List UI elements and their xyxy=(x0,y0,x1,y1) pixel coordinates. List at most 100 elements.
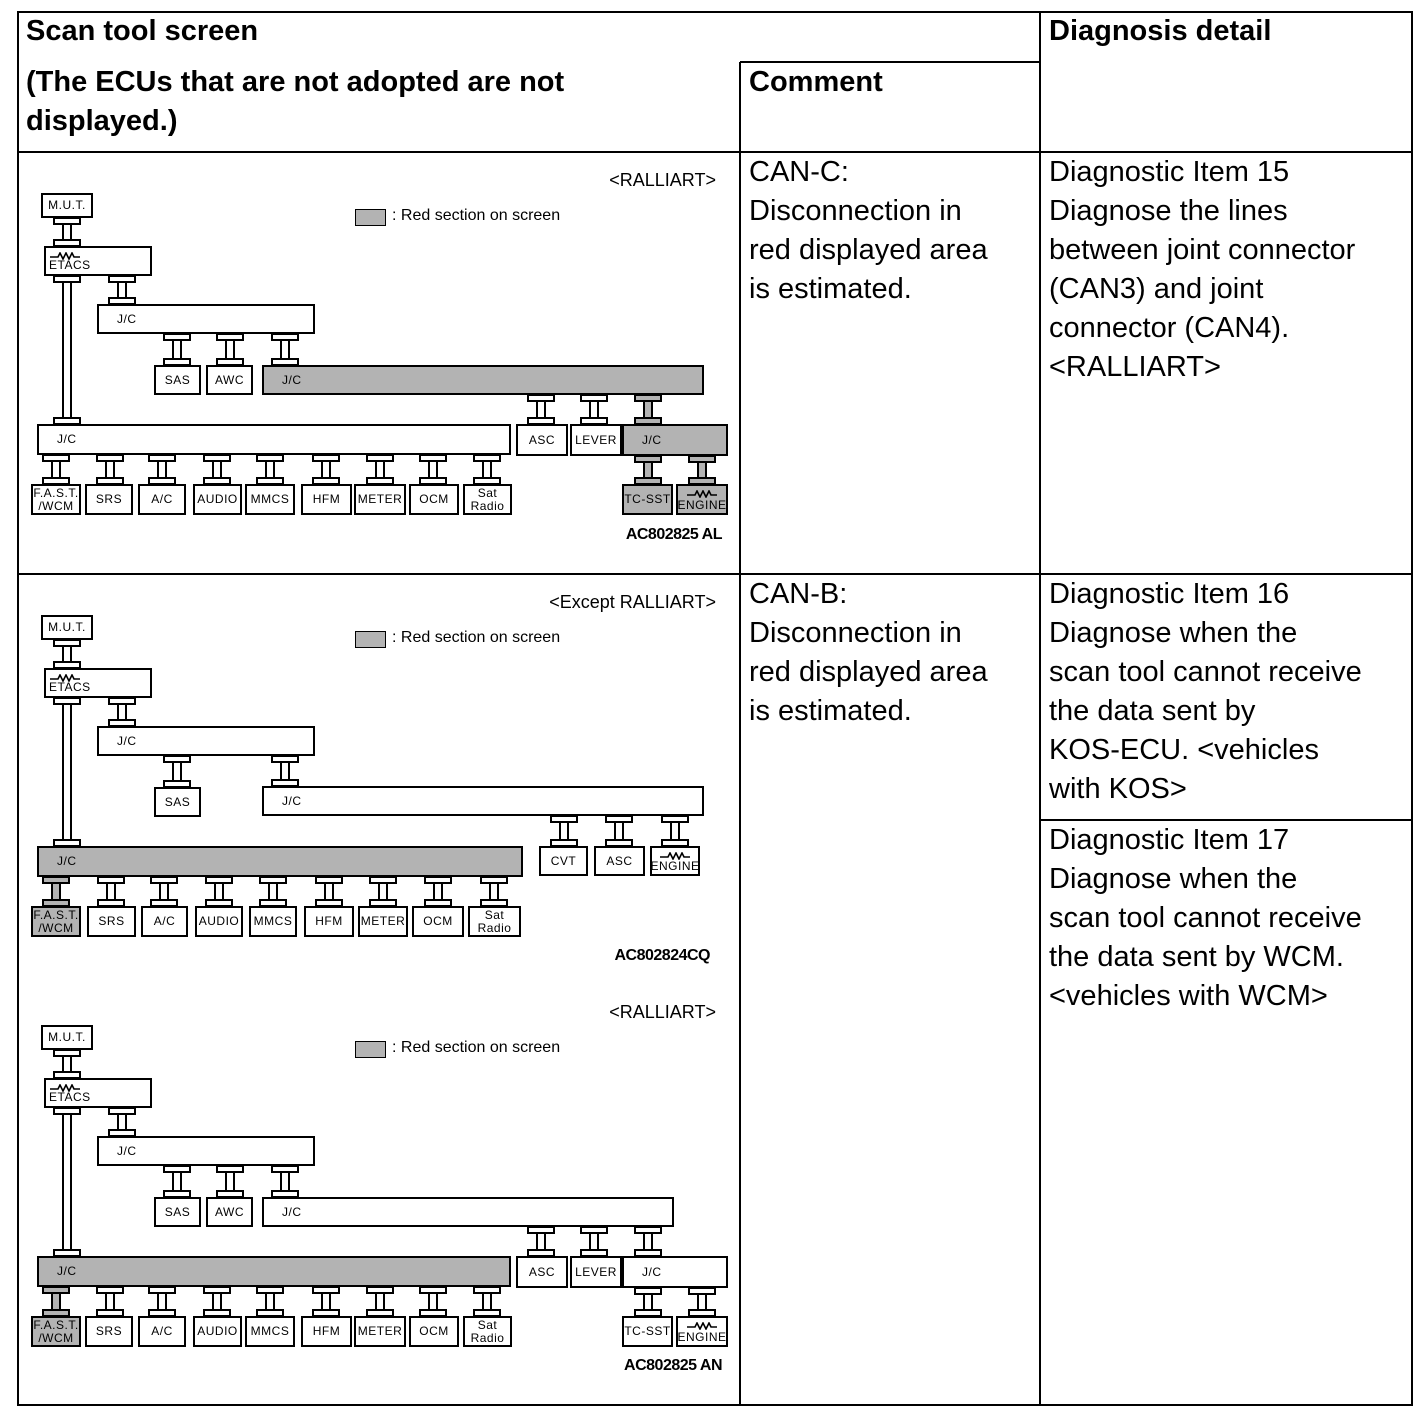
ecu-ocm: OCM xyxy=(409,1316,459,1347)
detail-item-17: Diagnostic Item 17 Diagnose when the sca… xyxy=(1049,824,1362,1012)
ecu-a-c: A/C xyxy=(138,484,186,515)
ecu-audio: AUDIO xyxy=(195,906,243,937)
connector-line xyxy=(212,455,222,484)
connector-tab xyxy=(53,275,81,283)
ecu-asc: ASC xyxy=(516,1256,568,1288)
row-divider xyxy=(18,573,1413,575)
ecu-cvt: CVT xyxy=(539,846,588,876)
resistor-icon xyxy=(50,1082,80,1095)
ecu-label: F.A.S.T. /WCM xyxy=(33,1317,79,1345)
ecu-label: J/C xyxy=(57,432,77,446)
header-diagnosis-detail: Diagnosis detail xyxy=(1049,15,1272,47)
ecu-label: SAS xyxy=(164,372,191,387)
resistor-icon xyxy=(687,488,717,501)
connector-line xyxy=(324,877,334,906)
ecu-a-c: A/C xyxy=(141,906,188,937)
connector-line xyxy=(643,1288,653,1316)
detail-item-15: Diagnostic Item 15 Diagnose the lines be… xyxy=(1049,156,1356,383)
ecu-label: MMCS xyxy=(250,1324,290,1338)
ecu-label: ASC xyxy=(606,853,633,868)
ecu-label: M.U.T. xyxy=(48,620,86,634)
connector-line xyxy=(614,816,624,846)
connector-line xyxy=(117,1108,127,1136)
ecu-label: F.A.S.T. /WCM xyxy=(33,907,79,935)
connector-line xyxy=(482,1287,492,1316)
ecu-f-a-s-t-wcm: F.A.S.T. /WCM xyxy=(31,1316,81,1347)
ecu-label: ENGINE xyxy=(650,859,700,873)
legend-swatch xyxy=(355,631,386,648)
connector-line xyxy=(51,1287,61,1316)
connector-line xyxy=(378,877,388,906)
connector-line xyxy=(106,877,116,906)
ecu-label: LEVER xyxy=(575,1264,617,1279)
ecu-etacs: ETACS xyxy=(44,668,152,698)
connector-line xyxy=(117,698,127,726)
ecu-label: MMCS xyxy=(250,492,290,506)
connector-tab xyxy=(96,1286,124,1294)
column-divider-2 xyxy=(1039,11,1041,1406)
connector-line xyxy=(172,1166,182,1197)
ecu-label: ETACS xyxy=(49,1090,91,1104)
ecu-ocm: OCM xyxy=(409,484,459,515)
connector-line xyxy=(62,640,72,668)
connector-line xyxy=(62,218,72,246)
ecu-label: TC-SST xyxy=(624,1324,671,1338)
ecu-meter: METER xyxy=(354,484,406,515)
ecu-label: METER xyxy=(357,1324,403,1338)
ecu-mmcs: MMCS xyxy=(249,906,297,937)
ecu-label: J/C xyxy=(117,733,137,748)
connector-tab xyxy=(96,454,124,462)
ecu-label: ENGINE xyxy=(677,1330,727,1344)
connector-line xyxy=(482,455,492,484)
ecu-label: J/C xyxy=(282,372,302,387)
diagram-variant-label: <RALLIART> xyxy=(609,1002,716,1022)
legend-text: : Red section on screen xyxy=(392,207,561,224)
ecu-j-c: J/C xyxy=(37,1256,511,1287)
connector-tab xyxy=(42,1286,70,1294)
ecu-label: OCM xyxy=(423,914,453,928)
ecu-label: ETACS xyxy=(49,258,91,272)
connector-tab xyxy=(53,1107,81,1115)
connector-tab xyxy=(419,454,447,462)
ecu-label: AWC xyxy=(214,372,245,387)
connector-line xyxy=(643,456,653,484)
connector-line xyxy=(214,877,224,906)
connector-tab xyxy=(108,275,136,283)
connector-line xyxy=(670,816,680,846)
ecu-label: ENGINE xyxy=(677,498,727,512)
ecu-j-c: J/C xyxy=(262,786,704,816)
ecu-f-a-s-t-wcm: F.A.S.T. /WCM xyxy=(31,484,81,515)
ecu-label: HFM xyxy=(312,492,341,506)
connector-tab xyxy=(580,394,608,402)
connector-tab xyxy=(203,1286,231,1294)
ecu-label: ETACS xyxy=(49,680,91,694)
ecu-sas: SAS xyxy=(154,365,201,395)
ecu-j-c: J/C xyxy=(262,1197,674,1227)
resistor-icon xyxy=(660,850,690,863)
ecu-label: METER xyxy=(360,914,406,928)
detail-item-16: Diagnostic Item 16 Diagnose when the sca… xyxy=(1049,578,1362,805)
connector-tab xyxy=(419,1286,447,1294)
ecu-awc: AWC xyxy=(206,1197,253,1227)
connector-tab xyxy=(580,1226,608,1234)
connector-tab xyxy=(688,455,716,463)
ecu-engine: ENGINE xyxy=(676,484,728,515)
header-bottom xyxy=(18,151,1413,153)
ecu-label: J/C xyxy=(117,311,137,326)
ecu-label: AUDIO xyxy=(197,492,238,506)
ecu-sas: SAS xyxy=(154,787,201,817)
ecu-j-c: J/C xyxy=(97,1136,315,1166)
header-scan-tool-screen: Scan tool screen xyxy=(26,15,259,47)
connector-line xyxy=(375,455,385,484)
connector-tab xyxy=(634,1287,662,1295)
ecu-m-u-t: M.U.T. xyxy=(41,615,93,640)
ecu-m-u-t: M.U.T. xyxy=(41,1025,93,1050)
connector-line xyxy=(172,334,182,365)
connector-tab xyxy=(163,333,191,341)
connector-tab xyxy=(256,454,284,462)
ecu-awc: AWC xyxy=(206,365,253,395)
ecu-audio: AUDIO xyxy=(193,484,242,515)
ecu-j-c: J/C xyxy=(37,424,511,455)
ecu-label: AUDIO xyxy=(198,914,240,928)
connector-line xyxy=(62,1108,72,1256)
